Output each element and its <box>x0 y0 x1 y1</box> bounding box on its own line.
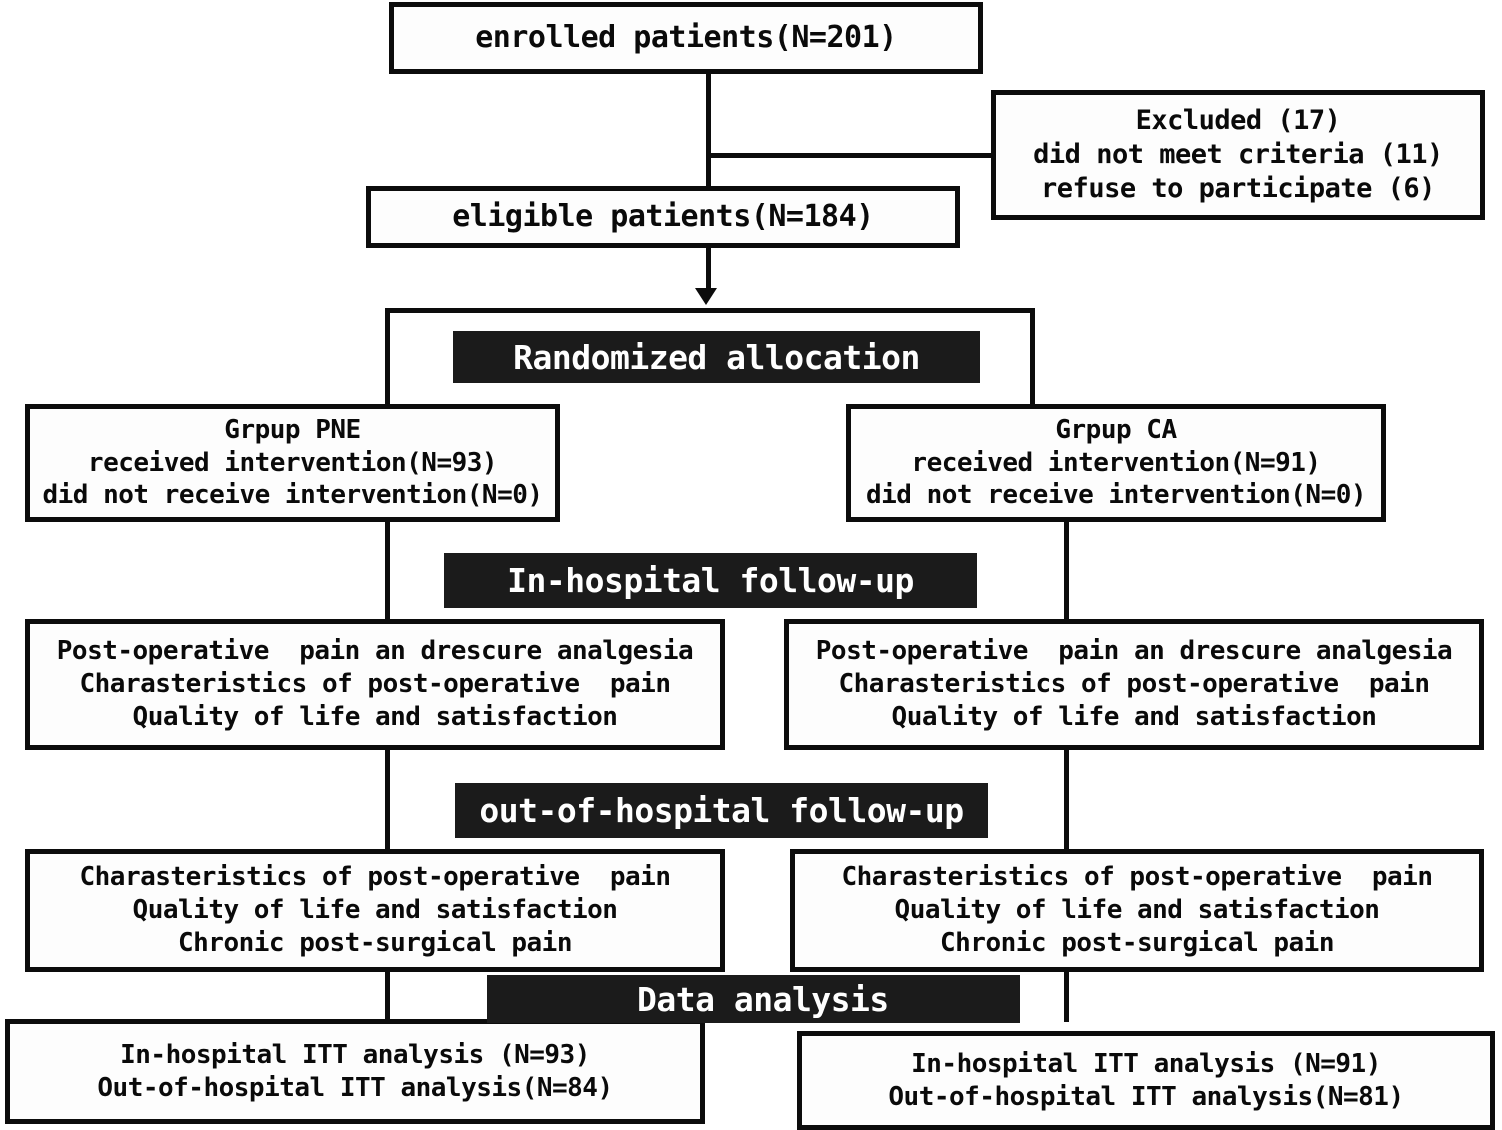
arrow-head-icon <box>695 288 717 305</box>
node-itt-analysis-pne-line-1: In-hospital ITT analysis (N=93) <box>120 1039 590 1070</box>
node-excluded-line-3: refuse to participate (6) <box>1041 173 1435 204</box>
node-in-hospital-outcomes-ca[interactable]: Post-operative pain an drescure analgesi… <box>784 619 1484 750</box>
node-itt-analysis-pne[interactable]: In-hospital ITT analysis (N=93) Out-of-h… <box>5 1019 705 1124</box>
node-excluded-line-2: did not meet criteria (11) <box>1033 138 1443 170</box>
connector-ca-to-inhospital <box>1064 522 1069 634</box>
node-itt-analysis-pne-line-2: Out-of-hospital ITT analysis(N=84) <box>97 1072 613 1103</box>
node-group-pne-line-3: did not receive intervention(N=0) <box>42 480 543 511</box>
node-out-of-hospital-outcomes-ca-line-3: Chronic post-surgical pain <box>940 927 1335 958</box>
node-group-ca-line-1: Grpup CA <box>1055 414 1177 445</box>
connector-pne-inhospital-to-outhospital <box>385 750 390 860</box>
node-out-of-hospital-outcomes-ca[interactable]: Charasteristics of post-operative pain Q… <box>790 849 1484 972</box>
banner-randomized-allocation[interactable]: Randomized allocation <box>453 331 980 383</box>
node-excluded[interactable]: Excluded (17) did not meet criteria (11)… <box>991 90 1485 220</box>
node-eligible-patients-line-1: eligible patients(N=184) <box>452 199 874 235</box>
connector-enrolled-to-excluded <box>706 153 994 158</box>
node-group-ca-line-3: did not receive intervention(N=0) <box>865 480 1367 511</box>
connector-pne-to-inhospital <box>385 522 390 634</box>
node-in-hospital-outcomes-ca-line-2: Charasteristics of post-operative pain <box>838 669 1430 700</box>
node-out-of-hospital-outcomes-pne-line-3: Chronic post-surgical pain <box>178 927 573 958</box>
connector-ca-outhospital-to-analysis <box>1064 972 1069 1022</box>
node-group-pne-line-1: Grpup PNE <box>224 414 361 445</box>
node-itt-analysis-ca[interactable]: In-hospital ITT analysis (N=91) Out-of-h… <box>797 1031 1495 1130</box>
node-group-pne-line-2: received intervention(N=93) <box>87 447 498 478</box>
randomization-bracket <box>385 308 1035 405</box>
node-in-hospital-outcomes-ca-line-3: Quality of life and satisfaction <box>891 701 1377 732</box>
banner-in-hospital-follow-up[interactable]: In-hospital follow-up <box>444 553 977 608</box>
node-in-hospital-outcomes-ca-line-1: Post-operative pain an drescure analgesi… <box>815 636 1453 667</box>
node-eligible-patients[interactable]: eligible patients(N=184) <box>366 186 960 248</box>
node-out-of-hospital-outcomes-pne-line-1: Charasteristics of post-operative pain <box>79 862 671 893</box>
connector-enrolled-to-eligible <box>706 72 711 190</box>
node-enrolled-patients[interactable]: enrolled patients(N=201) <box>389 2 983 74</box>
connector-ca-inhospital-to-outhospital <box>1064 750 1069 860</box>
node-group-ca-line-2: received intervention(N=91) <box>911 447 1321 478</box>
node-in-hospital-outcomes-pne-line-2: Charasteristics of post-operative pain <box>79 669 671 700</box>
node-out-of-hospital-outcomes-pne[interactable]: Charasteristics of post-operative pain Q… <box>25 849 725 972</box>
connector-pne-outhospital-to-analysis <box>385 972 390 1022</box>
node-out-of-hospital-outcomes-pne-line-2: Quality of life and satisfaction <box>132 895 618 926</box>
node-excluded-line-1: Excluded (17) <box>1135 104 1341 136</box>
node-in-hospital-outcomes-pne[interactable]: Post-operative pain an drescure analgesi… <box>25 619 725 750</box>
node-out-of-hospital-outcomes-ca-line-2: Quality of life and satisfaction <box>894 895 1380 926</box>
node-out-of-hospital-outcomes-ca-line-1: Charasteristics of post-operative pain <box>841 862 1433 893</box>
node-in-hospital-outcomes-pne-line-3: Quality of life and satisfaction <box>132 701 618 732</box>
node-enrolled-patients-line-1: enrolled patients(N=201) <box>475 20 897 56</box>
banner-data-analysis[interactable]: Data analysis <box>487 975 1020 1023</box>
node-itt-analysis-ca-line-2: Out-of-hospital ITT analysis(N=81) <box>888 1081 1404 1112</box>
banner-out-of-hospital-follow-up[interactable]: out-of-hospital follow-up <box>455 783 988 838</box>
node-group-ca[interactable]: Grpup CA received intervention(N=91) did… <box>846 404 1386 522</box>
node-group-pne[interactable]: Grpup PNE received intervention(N=93) di… <box>25 404 560 522</box>
node-in-hospital-outcomes-pne-line-1: Post-operative pain an drescure analgesi… <box>56 636 694 667</box>
node-itt-analysis-ca-line-1: In-hospital ITT analysis (N=91) <box>911 1048 1381 1079</box>
connector-eligible-to-randomization <box>706 247 711 295</box>
